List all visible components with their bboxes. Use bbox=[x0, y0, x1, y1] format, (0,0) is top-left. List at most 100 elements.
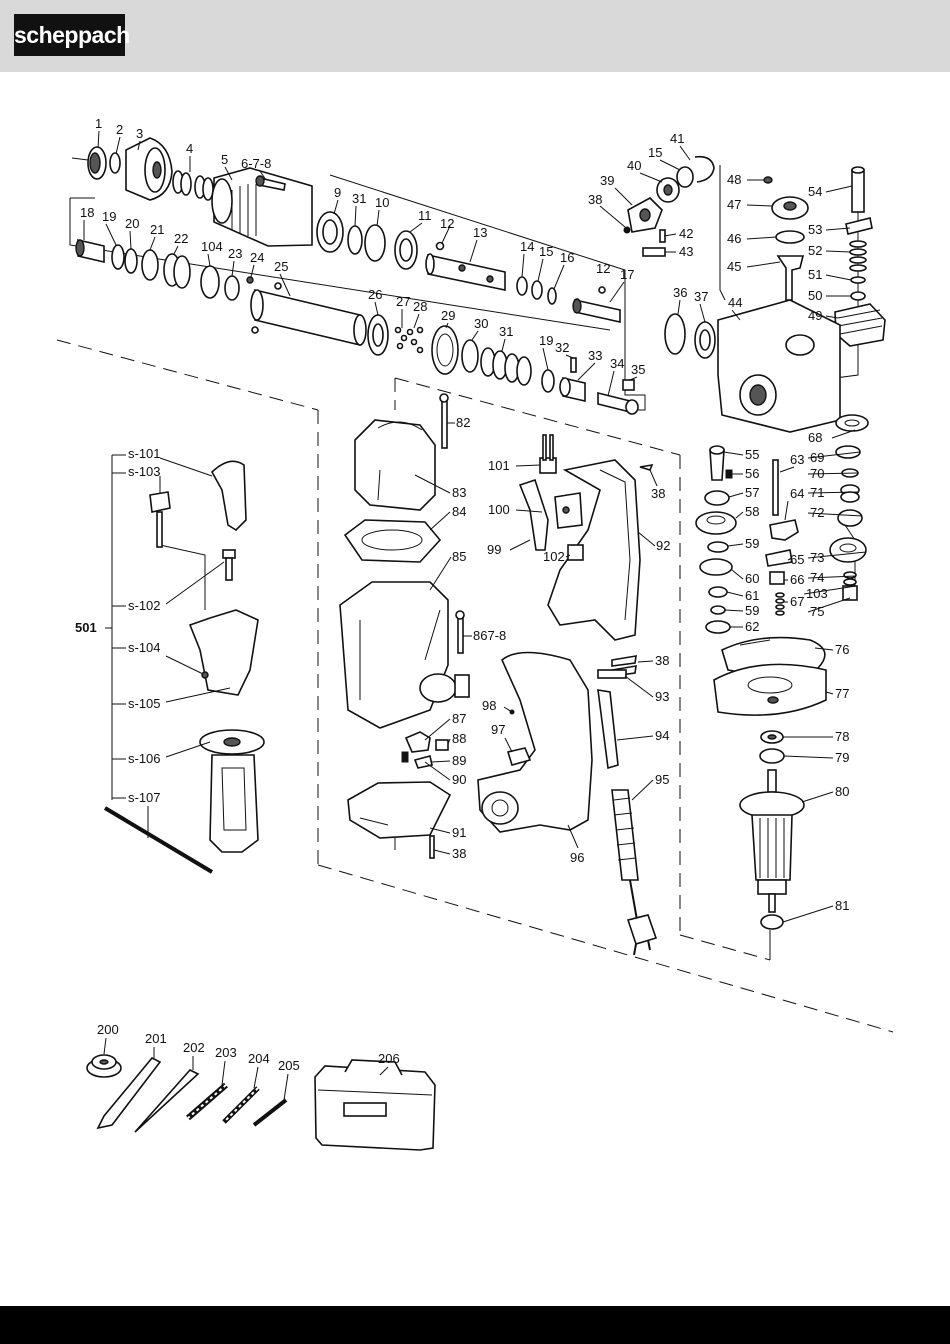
part-label: 66 bbox=[790, 572, 804, 587]
part-label: 201 bbox=[145, 1031, 167, 1046]
part-label: 25 bbox=[274, 259, 288, 274]
part-label: 43 bbox=[679, 244, 693, 259]
part-label: 14 bbox=[520, 239, 534, 254]
part-label: 102 bbox=[543, 549, 565, 564]
part-label: 63 bbox=[790, 452, 804, 467]
part-label: 10 bbox=[375, 195, 389, 210]
part-label: 72 bbox=[810, 505, 824, 520]
part-label: 20 bbox=[125, 216, 139, 231]
part-label: 50 bbox=[808, 288, 822, 303]
part-label: 200 bbox=[97, 1022, 119, 1037]
part-label: 84 bbox=[452, 504, 466, 519]
part-label: 103 bbox=[806, 586, 828, 601]
part-label: 206 bbox=[378, 1051, 400, 1066]
part-label: 87 bbox=[452, 711, 466, 726]
part-label: s-104 bbox=[128, 640, 161, 655]
part-label: 18 bbox=[80, 205, 94, 220]
part-label: 5 bbox=[221, 152, 228, 167]
part-label: 44 bbox=[728, 295, 742, 310]
part-label: 60 bbox=[745, 571, 759, 586]
part-label: 100 bbox=[488, 502, 510, 517]
part-label: 31 bbox=[499, 324, 513, 339]
part-label: 1 bbox=[95, 116, 102, 131]
part-label: s-107 bbox=[128, 790, 161, 805]
part-label: 101 bbox=[488, 458, 510, 473]
piston-parts bbox=[75, 238, 639, 415]
part-label: 75 bbox=[810, 604, 824, 619]
part-label: 15 bbox=[648, 145, 662, 160]
part-label: 202 bbox=[183, 1040, 205, 1055]
part-label: 21 bbox=[150, 222, 164, 237]
part-label: 85 bbox=[452, 549, 466, 564]
part-label: 38 bbox=[651, 486, 665, 501]
part-label: 91 bbox=[452, 825, 466, 840]
part-label: 89 bbox=[452, 753, 466, 768]
part-label: 12 bbox=[440, 216, 454, 231]
part-label: 54 bbox=[808, 184, 822, 199]
part-label: 205 bbox=[278, 1058, 300, 1073]
part-label: 94 bbox=[655, 728, 669, 743]
part-label: 82 bbox=[456, 415, 470, 430]
part-label: 67 bbox=[790, 594, 804, 609]
part-label: 41 bbox=[670, 131, 684, 146]
scheppach-logo: scheppach bbox=[14, 14, 130, 56]
gear-and-armature-parts bbox=[695, 414, 869, 930]
part-label: 40 bbox=[627, 158, 641, 173]
part-label: 90 bbox=[452, 772, 466, 787]
part-label: 32 bbox=[555, 340, 569, 355]
part-label: 99 bbox=[487, 542, 501, 557]
part-label: 53 bbox=[808, 222, 822, 237]
part-label: 58 bbox=[745, 504, 759, 519]
part-label: 39 bbox=[600, 173, 614, 188]
part-label: 13 bbox=[473, 225, 487, 240]
part-label: 49 bbox=[808, 308, 822, 323]
part-label: 23 bbox=[228, 246, 242, 261]
part-label: 34 bbox=[610, 356, 624, 371]
part-label: 45 bbox=[727, 259, 741, 274]
part-label: 68 bbox=[808, 430, 822, 445]
part-label: 98 bbox=[482, 698, 496, 713]
part-label: 62 bbox=[745, 619, 759, 634]
part-label: 36 bbox=[673, 285, 687, 300]
drive-sleeve-parts bbox=[316, 211, 621, 323]
part-label: 64 bbox=[790, 486, 804, 501]
part-label: 79 bbox=[835, 750, 849, 765]
part-label: 19 bbox=[539, 333, 553, 348]
part-label: 35 bbox=[631, 362, 645, 377]
part-label: 33 bbox=[588, 348, 602, 363]
part-label: 61 bbox=[745, 588, 759, 603]
part-label: 11 bbox=[418, 208, 432, 223]
part-label: 16 bbox=[560, 250, 574, 265]
part-label: 76 bbox=[835, 642, 849, 657]
part-label: 37 bbox=[694, 289, 708, 304]
part-label: s-103 bbox=[128, 464, 161, 479]
part-label: 38 bbox=[588, 192, 602, 207]
part-label: 55 bbox=[745, 447, 759, 462]
part-label: 83 bbox=[452, 485, 466, 500]
part-label: s-101 bbox=[128, 446, 161, 461]
main-handle-parts bbox=[477, 434, 658, 956]
part-label: 203 bbox=[215, 1045, 237, 1060]
part-label: 30 bbox=[474, 316, 488, 331]
part-label: 12 bbox=[596, 261, 610, 276]
part-label: 69 bbox=[810, 450, 824, 465]
part-label: 47 bbox=[727, 197, 741, 212]
part-label: 38 bbox=[655, 653, 669, 668]
part-label: 57 bbox=[745, 485, 759, 500]
accessory-parts bbox=[86, 1054, 436, 1151]
part-label: 38 bbox=[452, 846, 466, 861]
motor-housing-parts bbox=[339, 393, 470, 859]
part-label: 80 bbox=[835, 784, 849, 799]
part-label: 19 bbox=[102, 209, 116, 224]
part-label: 78 bbox=[835, 729, 849, 744]
chuck-assembly-parts bbox=[71, 137, 313, 247]
part-label: 65 bbox=[790, 552, 804, 567]
part-label: 28 bbox=[413, 299, 427, 314]
part-label: 81 bbox=[835, 898, 849, 913]
part-label: 26 bbox=[368, 287, 382, 302]
gearbox-top-parts bbox=[623, 155, 886, 433]
part-label: 104 bbox=[201, 239, 223, 254]
part-label: s-102 bbox=[128, 598, 161, 613]
part-label: 59 bbox=[745, 603, 759, 618]
part-label: 15 bbox=[539, 244, 553, 259]
